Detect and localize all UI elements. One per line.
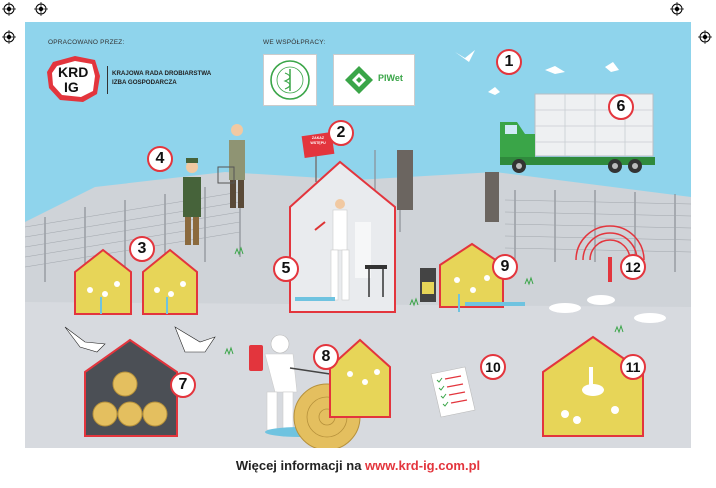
hunters — [183, 124, 245, 245]
crop-mark-left — [2, 30, 16, 44]
piwet-emblem-icon — [345, 66, 373, 94]
logo-text-bottom: IG — [64, 79, 79, 95]
org-name-line2: IZBA GOSPODARCZA — [112, 79, 177, 86]
badge-10: 10 — [480, 354, 506, 380]
truck — [500, 93, 655, 173]
badge-1: 1 — [496, 49, 522, 75]
no-entry-sign-line2: WSTĘPU — [310, 141, 326, 145]
disinfecting-worker — [249, 334, 335, 437]
badge-9: 9 — [492, 254, 518, 280]
crop-mark-top-left — [2, 2, 16, 16]
crop-mark-top-center — [34, 2, 48, 16]
footer-url-link[interactable]: www.krd-ig.com.pl — [365, 458, 481, 473]
piwet-logo: PIWet — [333, 54, 415, 106]
prepared-by-label: OPRACOWANO PRZEZ: — [48, 39, 125, 46]
badge-4: 4 — [147, 146, 173, 172]
footer-info: Więcej informacji na www.krd-ig.com.pl — [0, 458, 716, 473]
barn-with-ladder — [420, 242, 525, 312]
no-entry-sign — [301, 132, 335, 182]
biosecurity-poster: OPRACOWANO PRZEZ: WE WSPÓŁPRACY: KRD IG … — [25, 22, 691, 448]
logo-text-top: KRD — [58, 64, 89, 80]
flying-birds — [455, 50, 619, 95]
org-name-line1: KRAJOWA RADA DROBIARSTWA — [112, 70, 212, 77]
badge-2: 2 — [328, 120, 354, 146]
poland-map-icon — [47, 56, 100, 102]
hygiene-house — [289, 160, 396, 313]
vet-inspection-seal — [263, 54, 317, 106]
gate-post-right — [485, 172, 499, 222]
seal-icon — [270, 60, 310, 100]
hay-storage-barn — [84, 338, 178, 437]
barn-small-right — [142, 248, 198, 315]
badge-6: 6 — [608, 94, 634, 120]
crop-mark-top-right — [670, 2, 684, 16]
footer-text: Więcej informacji na — [235, 458, 366, 473]
gate-post-left — [397, 150, 413, 210]
badge-7: 7 — [170, 372, 196, 398]
barn-large — [542, 335, 644, 437]
badge-12: 12 — [620, 254, 646, 280]
no-entry-sign-line1: ZAKAZ — [311, 136, 325, 140]
crop-mark-right — [698, 30, 712, 44]
krd-ig-logo: KRD IG — [45, 54, 103, 104]
logo-divider — [107, 66, 108, 94]
badge-3: 3 — [129, 236, 155, 262]
storks — [64, 326, 216, 353]
checklist-document — [430, 366, 476, 418]
dead-birds-alarm — [549, 225, 666, 323]
grass-tufts — [224, 246, 624, 356]
barn-small-left — [74, 248, 132, 315]
piwet-label: PIWet — [378, 73, 403, 83]
badge-8: 8 — [313, 344, 339, 370]
badge-11: 11 — [620, 354, 646, 380]
badge-5: 5 — [273, 256, 299, 282]
barn-item-8 — [329, 338, 391, 418]
cooperation-label: WE WSPÓŁPRACY: — [263, 39, 326, 46]
